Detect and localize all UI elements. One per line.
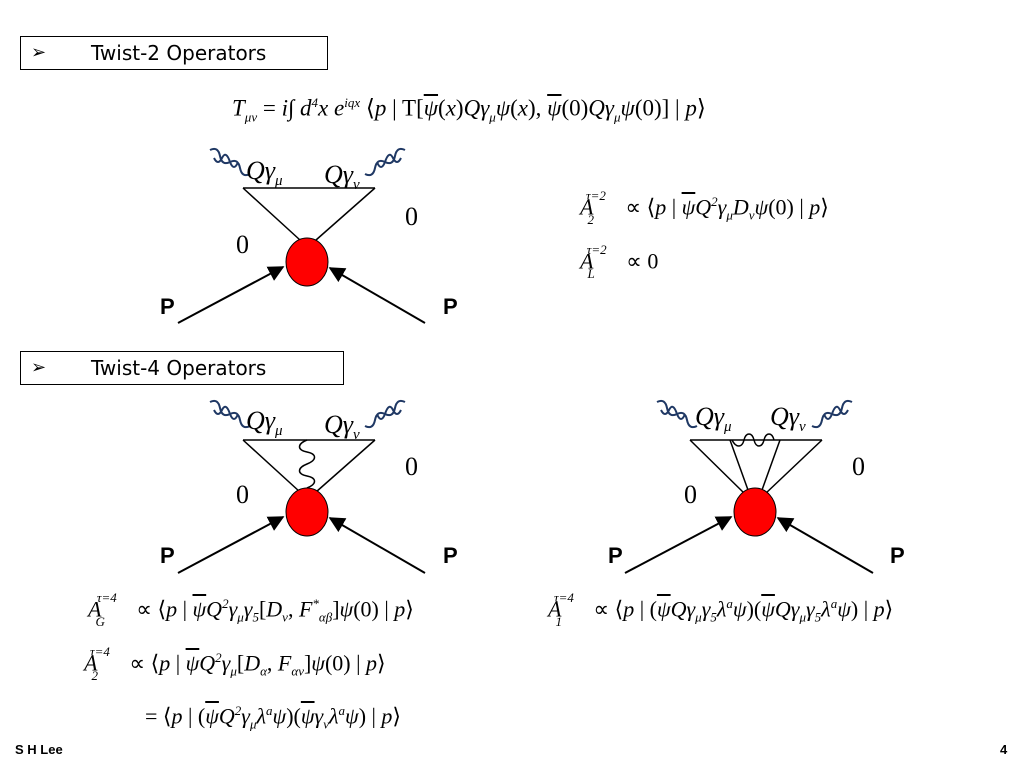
- proton-label-left: P: [160, 294, 175, 319]
- proton-blob: [733, 487, 777, 537]
- proton-label-right: P: [443, 294, 458, 319]
- photon-left-icon: [209, 399, 251, 429]
- section-header-twist2: ➢ Twist-2 Operators: [20, 36, 328, 70]
- vertex-label-left: Qγμ: [246, 156, 283, 190]
- section-header-twist4: ➢ Twist-4 Operators: [20, 351, 344, 385]
- equation-a2-twist4: A2τ=4 ∝ ⟨p | ψQ2γμ[Dα, Fαν]ψ(0) | p⟩: [84, 644, 386, 683]
- bullet-arrow-icon: ➢: [31, 42, 47, 63]
- proton-label-right: P: [443, 543, 458, 568]
- section-title: Twist-2 Operators: [91, 41, 267, 65]
- photon-right-icon: [364, 147, 406, 177]
- vertex-label-left: Qγμ: [695, 402, 732, 436]
- vertex-label-left: Qγμ: [246, 406, 283, 440]
- equation-correlator: Tμν = i∫ d4x eiqx ⟨p | T[ψ(x)Qγμψ(x), ψ(…: [232, 95, 706, 125]
- equation-ag-twist4: AGτ=4 ∝ ⟨p | ψQ2γμγ5[Dν, F*αβ]ψ(0) | p⟩: [88, 590, 414, 629]
- equation-a2-twist4-line2: = ⟨p | (ψQ2γμλaψ)(ψγνλaψ) | p⟩: [145, 703, 402, 732]
- photon-left-icon: [209, 147, 251, 177]
- photon-right-icon: [364, 399, 406, 429]
- bullet-arrow-icon: ➢: [31, 357, 47, 378]
- proton-label-right: P: [890, 543, 905, 568]
- equation-a1-twist4: A1τ=4 ∝ ⟨p | (ψQγμγ5λaψ)(ψQγμγ5λaψ) | p⟩: [548, 590, 894, 629]
- diagram-twist4-gluon: [177, 399, 426, 574]
- proton-blob: [285, 487, 329, 537]
- zero-label-left: 0: [684, 480, 697, 509]
- footer-author: S H Lee: [15, 742, 63, 757]
- vertex-label-right: Qγν: [770, 402, 806, 436]
- section-title: Twist-4 Operators: [91, 356, 267, 380]
- equation-al-twist2: ALτ=2 ∝ 0: [580, 242, 659, 281]
- gluon-icon: [731, 433, 775, 447]
- page-number: 4: [1000, 742, 1008, 757]
- vertex-label-right: Qγν: [324, 160, 360, 194]
- diagram-twist4-fourquark: [624, 399, 874, 574]
- equation-a2-twist2: A2τ=2 ∝ ⟨p | ψQ2γμDνψ(0) | p⟩: [580, 188, 829, 227]
- zero-label-right: 0: [405, 202, 418, 231]
- zero-label-right: 0: [852, 452, 865, 481]
- diagram-twist2: [177, 147, 426, 324]
- proton-blob: [285, 237, 329, 287]
- proton-label-left: P: [608, 543, 623, 568]
- proton-label-left: P: [160, 543, 175, 568]
- zero-label-left: 0: [236, 230, 249, 259]
- photon-right-icon: [811, 399, 853, 429]
- gluon-icon: [298, 439, 316, 489]
- zero-label-right: 0: [405, 452, 418, 481]
- vertex-label-right: Qγν: [324, 410, 360, 444]
- photon-left-icon: [656, 399, 698, 429]
- zero-label-left: 0: [236, 480, 249, 509]
